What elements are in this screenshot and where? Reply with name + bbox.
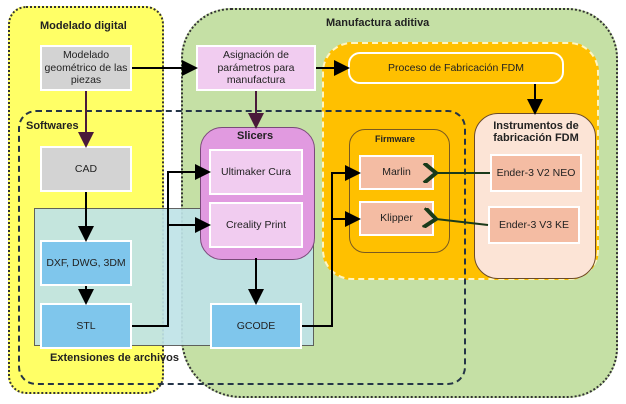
node-dxf-dwg-3dm: DXF, DWG, 3DM [40, 240, 132, 286]
node-proceso-fdm: Proceso de Fabricación FDM [348, 52, 564, 84]
manufactura-aditiva-label: Manufactura aditiva [326, 17, 430, 29]
node-ender-v2-neo: Ender-3 V2 NEO [490, 154, 582, 192]
arrow-stl-ultimaker [132, 164, 211, 327]
instrumentos-label: Instrumentos de fabricación FDM [493, 120, 579, 144]
region-softwares [18, 110, 466, 385]
node-klipper: Klipper [359, 201, 434, 236]
node-ultimaker-cura: Ultimaker Cura [209, 149, 303, 195]
node-modelado-geometrico: Modelado geométrico de las piezas [40, 45, 132, 91]
extensiones-label: Extensiones de archivos [50, 352, 179, 364]
arrow-gcode-marlin [302, 165, 361, 327]
node-creality-print: Creality Print [209, 202, 303, 248]
firmware-label: Firmware [375, 134, 416, 144]
softwares-label: Softwares [26, 120, 79, 132]
arrow-ender-ke-klipper [436, 219, 489, 225]
modelado-digital-label: Modelado digital [40, 20, 127, 32]
node-asignacion-parametros: Asignación de parámetros para manufactur… [196, 45, 316, 91]
slicers-label: Slicers [237, 130, 274, 142]
node-cad: CAD [40, 146, 132, 192]
node-ender-v3-ke: Ender-3 V3 KE [488, 206, 580, 244]
node-gcode: GCODE [210, 303, 302, 349]
